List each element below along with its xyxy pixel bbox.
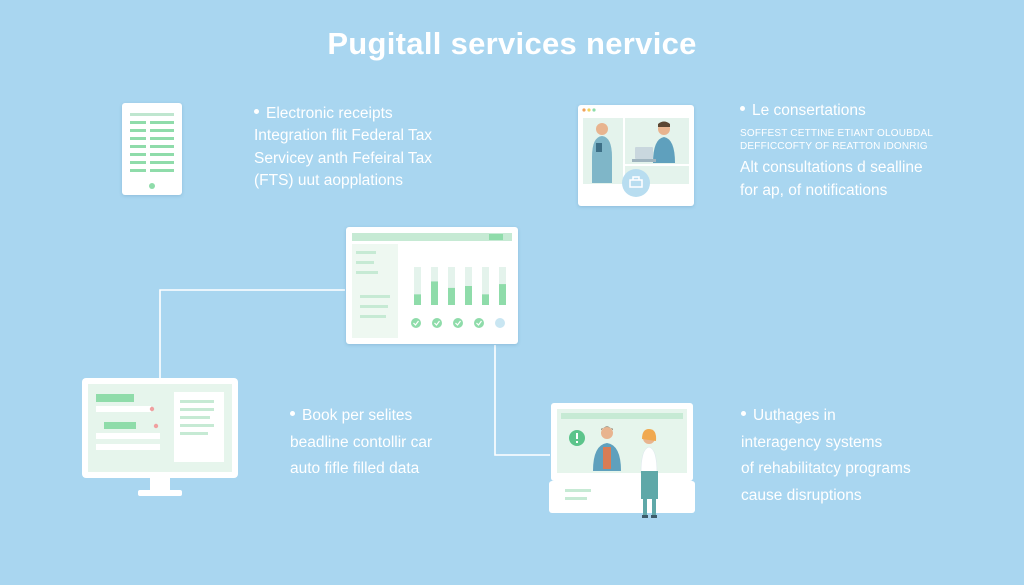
dashboard-illustration xyxy=(352,233,512,338)
status-dot-3 xyxy=(453,318,463,328)
note-receipts-line-4: (FTS) uut aopplations xyxy=(254,172,404,190)
dashboard-bar xyxy=(448,287,455,305)
note-booking-line-3: auto fifle filled data xyxy=(290,460,420,478)
note-receipts-line-1: Electronic receipts xyxy=(254,103,432,125)
note-interagency: Uuthages in interagency systems of rehab… xyxy=(741,403,911,510)
connector-dashboard-to-monitor xyxy=(159,289,345,378)
note-consultations: Le consertations SOFFEST CETTINE ETIANT … xyxy=(740,100,933,202)
note-consultations-line-3: for ap, of notifications xyxy=(740,181,888,199)
page-title: Pugitall services nervice xyxy=(327,26,697,61)
note-receipts: Electronic receipts Integration flit Fed… xyxy=(254,103,432,193)
status-dot-4 xyxy=(474,318,484,328)
video-call-illustration xyxy=(582,108,689,197)
laptop-interagency xyxy=(549,403,695,521)
note-interagency-line-1: Uuthages in xyxy=(741,403,911,430)
dashboard-bar-track xyxy=(448,267,455,305)
desktop-monitor xyxy=(82,378,238,500)
note-consultations-line-1: Le consertations xyxy=(740,100,933,122)
dashboard-bar xyxy=(482,294,489,305)
receipt-icon xyxy=(130,113,174,189)
note-booking: Book per selites beadline contollir car … xyxy=(290,403,432,483)
dashboard-bar-track xyxy=(414,267,421,305)
note-booking-line-2: beadline contollir car xyxy=(290,433,433,451)
dashboard-bar xyxy=(414,294,421,305)
note-interagency-line-3: of rehabilitatcy programs xyxy=(741,460,911,478)
note-consultations-small-1: SOFFEST CETTINE ETIANT OLOUBDAL xyxy=(740,128,934,140)
note-interagency-line-4: cause disruptions xyxy=(741,486,862,504)
laptop-illustration xyxy=(549,403,695,518)
note-interagency-line-2: interagency systems xyxy=(741,433,883,451)
note-receipts-line-2: Integration flit Federal Tax xyxy=(254,127,433,145)
receipt-illustration xyxy=(122,103,182,195)
status-dot-2 xyxy=(432,318,442,328)
note-consultations-line-2: Alt consultations d sealline xyxy=(740,159,923,177)
note-consultations-small-2: DEFFICCOFTY OF REATTON IDONRIG xyxy=(740,140,928,152)
dashboard-bar xyxy=(465,286,472,305)
dashboard-bar xyxy=(431,281,438,305)
dashboard-window xyxy=(346,227,518,344)
dashboard-bar-track xyxy=(482,267,489,305)
connector-dashboard-to-laptop xyxy=(494,345,550,456)
note-booking-line-1: Book per selites xyxy=(290,403,432,430)
video-consultation-window xyxy=(578,105,694,206)
monitor-illustration xyxy=(82,378,238,496)
status-dot-1 xyxy=(411,318,421,328)
status-dot-5 xyxy=(495,318,505,328)
note-receipts-line-3: Servicey anth Fefeiral Tax xyxy=(254,149,433,167)
dashboard-bar xyxy=(499,284,506,305)
